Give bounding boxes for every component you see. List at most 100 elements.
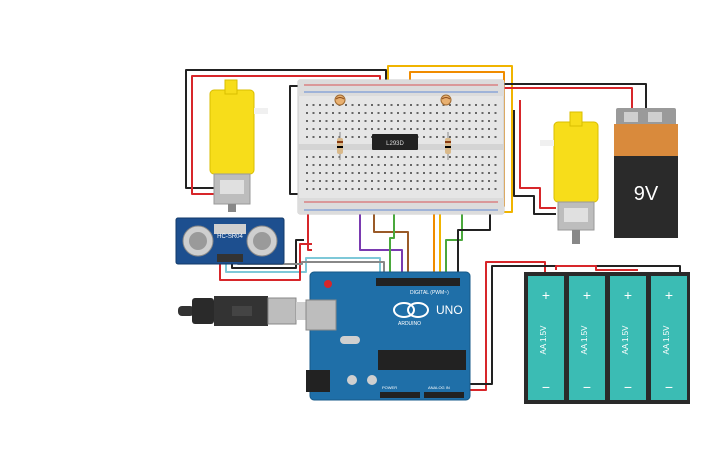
breadboard-hole: [429, 112, 432, 114]
breadboard-hole: [442, 120, 445, 122]
breadboard-hole: [429, 120, 432, 122]
breadboard-hole: [429, 136, 432, 138]
breadboard-hole: [475, 188, 477, 190]
breadboard-hole: [306, 180, 308, 182]
breadboard-hole: [462, 112, 464, 114]
breadboard-hole: [410, 180, 412, 182]
breadboard-hole: [312, 120, 315, 122]
breadboard-hole: [455, 180, 458, 182]
breadboard-hole: [384, 104, 386, 106]
chip-label: L293D: [386, 141, 404, 147]
ultrasonic-sensor: HC-SR04: [175, 217, 285, 265]
aa-cell: +AA 1.5V−: [651, 276, 687, 400]
breadboard-hole: [436, 104, 438, 106]
breadboard-hole: [455, 156, 458, 158]
breadboard-hole: [397, 104, 399, 106]
sensor-label: HC-SR04: [217, 234, 243, 240]
aa-cell-label: AA 1.5V: [621, 325, 630, 355]
breadboard-hole: [475, 172, 477, 174]
breadboard-hole: [410, 164, 412, 166]
breadboard-hole: [429, 104, 432, 106]
breadboard-hole: [410, 112, 412, 114]
aa-cell-plus: +: [583, 287, 591, 303]
breadboard-hole: [306, 104, 308, 106]
aa-cell-plus: +: [665, 287, 673, 303]
wire-black-right-motor: [513, 110, 556, 215]
breadboard-hole: [332, 156, 334, 158]
breadboard-hole: [345, 128, 347, 130]
breadboard-hole: [429, 172, 432, 174]
breadboard-hole: [377, 128, 380, 130]
breadboard-hole: [462, 172, 464, 174]
breadboard-hole: [494, 172, 497, 174]
breadboard-hole: [481, 156, 484, 158]
breadboard-hole: [475, 156, 477, 158]
breadboard-hole: [468, 128, 471, 130]
breadboard-hole: [494, 136, 497, 138]
right-motor: [540, 111, 599, 244]
breadboard-hole: [429, 188, 432, 190]
breadboard-hole: [436, 120, 438, 122]
breadboard-hole: [325, 172, 328, 174]
breadboard-hole: [397, 112, 399, 114]
breadboard-hole: [416, 172, 419, 174]
breadboard-hole: [436, 188, 438, 190]
breadboard-hole: [332, 112, 334, 114]
breadboard-hole: [319, 136, 321, 138]
breadboard-hole: [345, 180, 347, 182]
breadboard-hole: [312, 164, 315, 166]
breadboard-hole: [442, 128, 445, 130]
breadboard-hole: [468, 136, 471, 138]
breadboard-hole: [332, 172, 334, 174]
breadboard-hole: [449, 188, 451, 190]
breadboard-hole: [319, 104, 321, 106]
breadboard-hole: [442, 136, 445, 138]
breadboard-hole: [488, 164, 490, 166]
breadboard-hole: [494, 156, 497, 158]
breadboard-hole: [423, 180, 425, 182]
breadboard-hole: [416, 120, 419, 122]
breadboard-hole: [351, 180, 354, 182]
breadboard-hole: [377, 180, 380, 182]
breadboard-hole: [410, 120, 412, 122]
breadboard-hole: [481, 120, 484, 122]
breadboard-hole: [390, 180, 393, 182]
breadboard-hole: [423, 104, 425, 106]
breadboard-hole: [338, 112, 341, 114]
breadboard-hole: [384, 112, 386, 114]
breadboard-hole: [468, 112, 471, 114]
breadboard-hole: [358, 180, 360, 182]
breadboard-hole: [488, 180, 490, 182]
breadboard-hole: [351, 136, 354, 138]
breadboard-hole: [468, 164, 471, 166]
breadboard-hole: [319, 120, 321, 122]
breadboard-hole: [449, 120, 451, 122]
analog-header-label: ANALOG IN: [428, 385, 450, 390]
breadboard-hole: [436, 112, 438, 114]
breadboard-hole: [312, 128, 315, 130]
breadboard-hole: [442, 188, 445, 190]
wire-black-battery: [448, 265, 681, 385]
breadboard-hole: [403, 120, 406, 122]
breadboard-hole: [475, 104, 477, 106]
usb-cable: [178, 296, 310, 326]
breadboard-hole: [371, 188, 373, 190]
breadboard-hole: [423, 128, 425, 130]
breadboard-hole: [397, 164, 399, 166]
breadboard-hole: [345, 156, 347, 158]
aa-cell-label: AA 1.5V: [662, 325, 671, 355]
breadboard-hole: [338, 128, 341, 130]
breadboard-hole: [436, 156, 438, 158]
breadboard-hole: [462, 156, 464, 158]
breadboard-hole: [345, 164, 347, 166]
breadboard-hole: [462, 104, 464, 106]
wire-red-right-motor: [519, 100, 556, 209]
breadboard-hole: [442, 156, 445, 158]
breadboard-hole: [416, 156, 419, 158]
breadboard-hole: [384, 120, 386, 122]
resistor-left: [337, 132, 343, 160]
breadboard-hole: [481, 128, 484, 130]
breadboard-hole: [449, 180, 451, 182]
breadboard-hole: [488, 104, 490, 106]
breadboard-hole: [423, 156, 425, 158]
